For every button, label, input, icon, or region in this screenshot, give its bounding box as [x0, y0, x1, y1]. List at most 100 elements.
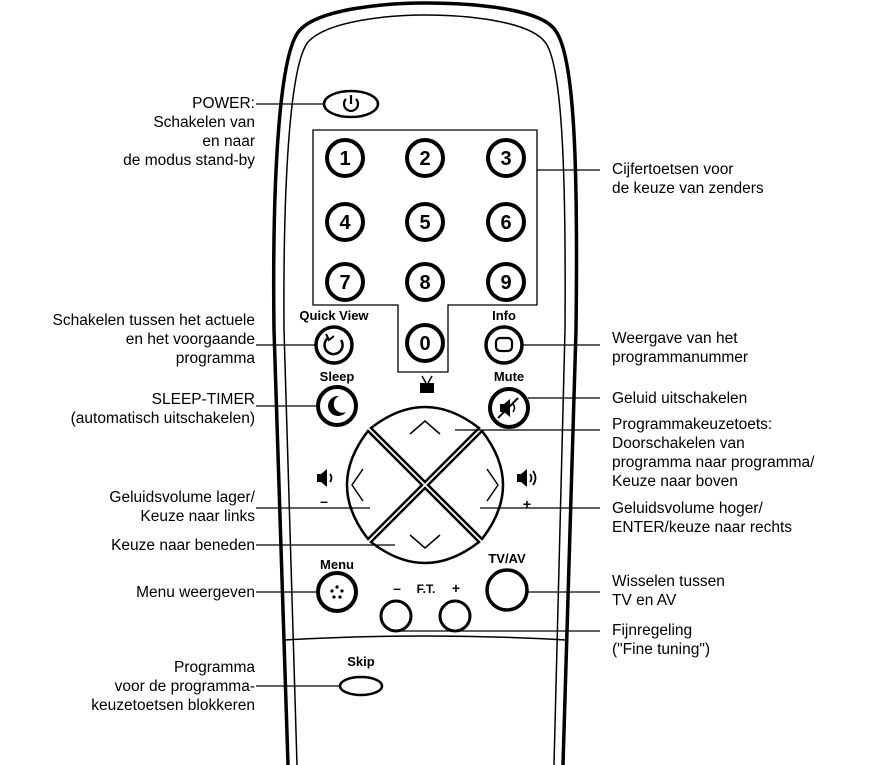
down-annotation-line: Keuze naar beneden — [111, 537, 255, 554]
volume-down-button[interactable] — [345, 429, 424, 541]
mute-button[interactable] — [488, 387, 530, 429]
prog-up-annotation-line: Programmakeuzetoets: — [612, 416, 773, 433]
quick-view-label: Quick View — [299, 308, 369, 323]
digits-annotation-line: Cijfertoetsen voor — [612, 161, 734, 178]
quickview-annotation-line: Schakelen tussen het actuele — [52, 312, 256, 329]
digit-button-2[interactable]: 2 — [405, 138, 445, 178]
vol-down-annotation: Geluidsvolume lager/ Keuze naar links — [109, 488, 255, 526]
power-annotation-line: en naar — [202, 133, 255, 150]
chevron-down-icon — [409, 534, 441, 549]
finetune-annotation-line: Fijnregeling — [612, 622, 693, 639]
digit-button-1[interactable]: 1 — [325, 138, 365, 178]
chevron-up-icon — [409, 420, 441, 435]
digit-label: 0 — [419, 333, 430, 355]
power-icon — [342, 95, 360, 112]
info-label: Info — [492, 308, 516, 323]
quick-view-button[interactable] — [314, 325, 354, 365]
power-annotation-line: de modus stand-by — [123, 152, 255, 169]
digit-label: 9 — [500, 272, 511, 294]
digit-label: 4 — [339, 212, 351, 234]
program-down-button[interactable] — [369, 486, 481, 565]
mute-annotation: Geluid uitschakelen — [612, 389, 747, 408]
volume-up-speaker-icon — [517, 469, 537, 487]
digit-button-3[interactable]: 3 — [486, 138, 526, 178]
sleep-annotation: SLEEP-TIMER (automatisch uitschakelen) — [71, 390, 255, 428]
sleep-label: Sleep — [320, 369, 355, 384]
leader-lines — [256, 103, 600, 687]
vol-up-annotation-line: ENTER/keuze naar rechts — [612, 519, 793, 536]
moon-icon — [328, 395, 346, 416]
digit-button-7[interactable]: 7 — [325, 262, 365, 302]
prog-up-annotation-line: Keuze naar boven — [612, 473, 738, 490]
digit-keypad-frame — [312, 129, 538, 373]
mute-annotation-line: Geluid uitschakelen — [612, 390, 748, 407]
sleep-annotation-line: SLEEP-TIMER — [151, 391, 255, 408]
digit-button-4[interactable]: 4 — [325, 202, 365, 242]
prog-up-annotation-line: programma naar programma/ — [612, 454, 815, 471]
menu-button[interactable] — [316, 571, 358, 613]
quickview-annotation-line: programma — [175, 350, 255, 367]
digit-button-5[interactable]: 5 — [405, 202, 445, 242]
quickview-annotation: Schakelen tussen het actuele en het voor… — [53, 311, 256, 368]
tvav-annotation-line: TV en AV — [612, 592, 677, 609]
info-button[interactable] — [484, 325, 524, 365]
digits-annotation-line: de keuze van zenders — [612, 180, 764, 197]
vol-up-annotation: Geluidsvolume hoger/ ENTER/keuze naar re… — [612, 499, 792, 537]
prog-up-annotation-line: Doorschakelen van — [612, 435, 745, 452]
digit-button-8[interactable]: 8 — [405, 262, 445, 302]
tvav-button[interactable] — [485, 568, 529, 612]
skip-annotation-line: Programma — [174, 659, 255, 676]
remote-separator — [283, 635, 567, 641]
chevron-right-icon — [486, 468, 499, 502]
digit-label: 7 — [339, 272, 350, 294]
volume-minus-sign: – — [320, 493, 328, 509]
mute-label: Mute — [494, 369, 524, 384]
fine-tune-up-button[interactable] — [438, 599, 472, 633]
sleep-annotation-line: (automatisch uitschakelen) — [70, 410, 255, 427]
ft-label: F.T. — [417, 582, 436, 596]
info-icon — [494, 336, 514, 353]
info-annotation-line: Weergave van het — [612, 330, 738, 347]
digit-button-6[interactable]: 6 — [486, 202, 526, 242]
tvav-annotation: Wisselen tussen TV en AV — [612, 572, 725, 610]
power-button[interactable] — [322, 89, 380, 119]
skip-annotation: Programma voor de programma- keuzetoetse… — [91, 658, 255, 715]
quick-view-icon — [323, 333, 344, 356]
skip-label: Skip — [347, 654, 375, 669]
digit-label: 5 — [419, 212, 430, 234]
skip-annotation-line: voor de programma- — [114, 678, 255, 695]
finetune-annotation: Fijnregeling ("Fine tuning") — [612, 621, 710, 659]
info-annotation-line: programmanummer — [612, 349, 749, 366]
skip-annotation-line: keuzetoetsen blokkeren — [91, 697, 255, 714]
mute-icon — [497, 397, 519, 419]
ft-minus-sign: – — [393, 580, 401, 596]
tv-icon — [420, 375, 434, 393]
menu-label: Menu — [320, 557, 354, 572]
power-annotation-line: POWER: — [192, 95, 255, 112]
remote-body-outline — [271, 1, 579, 765]
vol-down-annotation-line: Geluidsvolume lager/ — [109, 489, 255, 506]
digit-label: 2 — [419, 148, 430, 170]
chevron-left-icon — [351, 468, 364, 502]
quickview-annotation-line: en het voorgaande — [125, 331, 255, 348]
power-annotation: POWER: Schakelen van en naar de modus st… — [123, 94, 255, 170]
volume-plus-sign: + — [523, 496, 531, 512]
vol-down-annotation-line: Keuze naar links — [140, 508, 255, 525]
fine-tune-down-button[interactable] — [379, 599, 413, 633]
prog-up-annotation: Programmakeuzetoets: Doorschakelen van p… — [612, 415, 814, 491]
digit-label: 3 — [500, 148, 511, 170]
sleep-button[interactable] — [316, 385, 358, 427]
menu-icon — [330, 585, 344, 599]
remote-inner-outline — [283, 14, 566, 765]
digit-button-0[interactable]: 0 — [405, 323, 445, 363]
volume-down-speaker-icon — [317, 469, 333, 487]
volume-up-button[interactable] — [426, 429, 505, 541]
ft-plus-sign: + — [452, 580, 460, 596]
skip-button[interactable] — [338, 675, 384, 697]
down-annotation: Keuze naar beneden — [111, 536, 255, 555]
digit-label: 8 — [419, 272, 430, 294]
power-annotation-line: Schakelen van — [153, 114, 255, 131]
digit-button-9[interactable]: 9 — [486, 262, 526, 302]
program-up-button[interactable] — [369, 405, 481, 484]
